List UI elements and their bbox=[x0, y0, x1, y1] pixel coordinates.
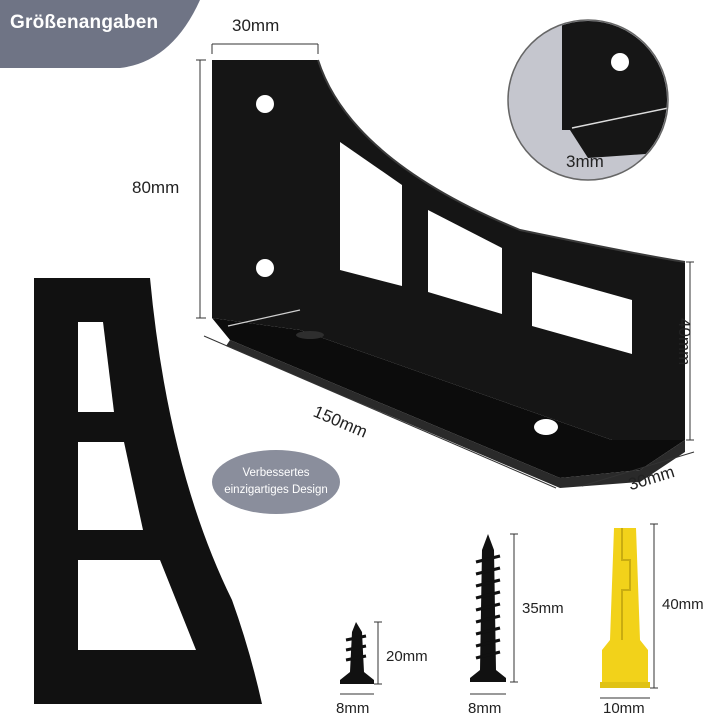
screw-small-diameter: 8mm bbox=[336, 700, 370, 717]
screw-large-diameter: 8mm bbox=[468, 700, 502, 717]
dim-width-top: 30mm bbox=[232, 16, 280, 35]
badge-line-1: Verbessertes bbox=[242, 467, 310, 479]
dim-height: 80mm bbox=[132, 178, 180, 197]
screw-large-icon bbox=[470, 534, 506, 682]
dim-thickness: 3mm bbox=[566, 152, 604, 171]
bracket-illustration bbox=[212, 59, 686, 488]
screw-small-icon bbox=[340, 622, 374, 684]
bracket-side-profile bbox=[34, 278, 262, 704]
wall-plug-icon bbox=[600, 528, 650, 688]
page-title: Größenangaben bbox=[10, 12, 159, 33]
anchor-length: 40mm bbox=[662, 596, 704, 613]
screw-small-length: 20mm bbox=[386, 648, 428, 665]
screw-large-length: 35mm bbox=[522, 600, 564, 617]
thickness-detail bbox=[507, 19, 669, 181]
anchor-diameter: 10mm bbox=[603, 700, 645, 717]
badge-line-2: einzigartiges Design bbox=[224, 484, 328, 496]
header-tab bbox=[0, 0, 200, 68]
hardware-dimension-lines bbox=[340, 523, 658, 699]
design-badge: Verbessertes einzigartiges Design bbox=[212, 450, 340, 514]
dimension-lines bbox=[196, 43, 695, 489]
dim-front-height: 40mm bbox=[675, 318, 694, 366]
